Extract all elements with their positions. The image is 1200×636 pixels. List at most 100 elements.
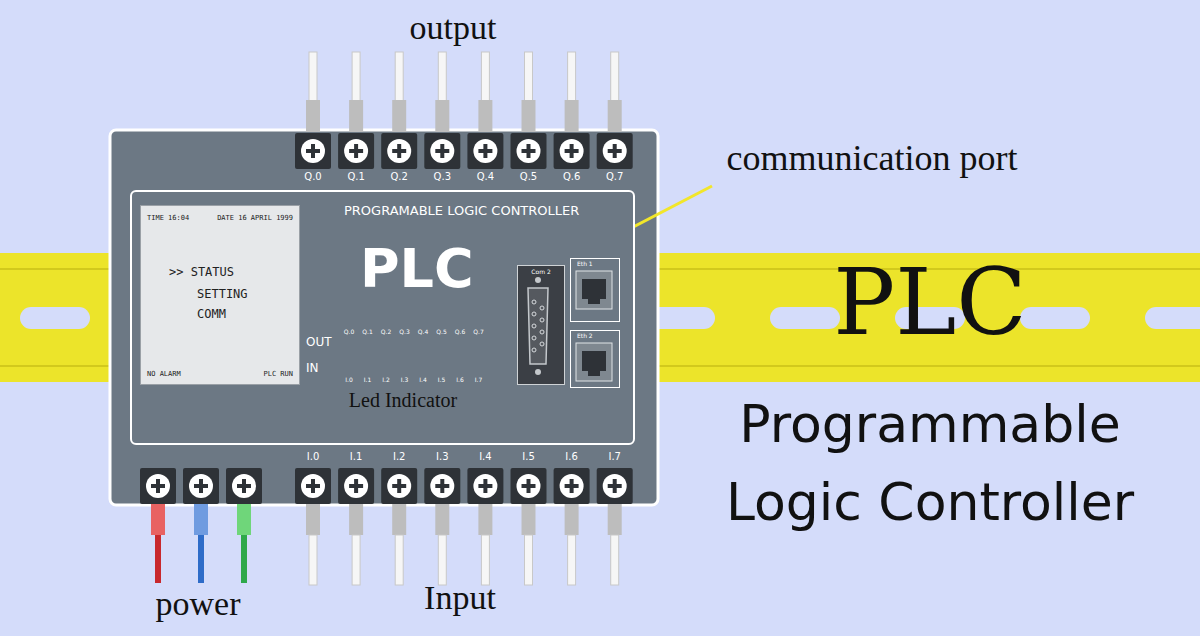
- terminal-screw: [603, 474, 627, 498]
- led-label: Q.0: [344, 329, 354, 336]
- plc-body: [110, 130, 658, 505]
- lcd-time: TIME 16:04: [147, 214, 189, 222]
- db9-pin: [532, 348, 536, 352]
- led-label: I.1: [364, 377, 372, 384]
- led-label: I.4: [419, 377, 427, 384]
- terminal-label: Q.5: [520, 171, 537, 183]
- rj45-body: [576, 271, 612, 309]
- terminal-screw: [517, 139, 541, 163]
- leader-arrow: [566, 186, 712, 262]
- db9-pin: [540, 342, 544, 346]
- terminal-screw: [301, 474, 325, 498]
- output-wire: [611, 52, 619, 102]
- input-wire: [395, 535, 403, 585]
- terminal-block: [511, 133, 547, 169]
- screw-slot: [570, 144, 574, 158]
- screw-slot: [483, 144, 487, 158]
- screw-slot: [613, 144, 617, 158]
- screw-slot: [613, 479, 617, 493]
- callout-label: communication port: [716, 138, 1028, 179]
- panel-heading: PROGRAMABLE LOGIC CONTROLLER: [344, 204, 579, 219]
- wire-ferrule: [306, 100, 320, 132]
- wire-ferrule: [435, 503, 449, 535]
- output-wire: [352, 52, 360, 102]
- screw-slot: [311, 144, 315, 158]
- db9-screw: [535, 369, 541, 375]
- wire-ferrule: [478, 100, 492, 132]
- terminal-label: I.5: [522, 451, 535, 463]
- terminal-screw: [146, 474, 170, 498]
- lcd-menu-item: >> STATUS: [169, 266, 234, 280]
- led-label: I.0: [345, 377, 353, 384]
- ethernet-port: Eth 1: [570, 258, 620, 322]
- led-label: I.5: [438, 377, 446, 384]
- terminal-screw: [344, 474, 368, 498]
- led-label: I.3: [401, 377, 409, 384]
- terminal-label: I.2: [393, 451, 406, 463]
- screw-slot: [397, 479, 401, 493]
- terminal-block: [597, 468, 633, 504]
- db9-screw: [535, 277, 541, 283]
- terminal-label: I.1: [350, 451, 363, 463]
- led-label: I.7: [475, 377, 483, 384]
- led-label: Q.6: [455, 329, 465, 336]
- input-wire: [611, 535, 619, 585]
- terminal-block: [381, 468, 417, 504]
- terminal-label: I.4: [479, 451, 492, 463]
- wire-ferrule: [392, 100, 406, 132]
- rj45-body: [576, 343, 612, 381]
- output-wire: [309, 52, 317, 102]
- led-label: Q.5: [436, 329, 446, 336]
- wire-ferrule: [435, 100, 449, 132]
- wire-ferrule: [306, 503, 320, 535]
- led-row-label: IN: [306, 362, 319, 376]
- terminal-block: [381, 133, 417, 169]
- wire-ferrule: [608, 100, 622, 132]
- led-label: Q.1: [362, 329, 372, 336]
- terminal-block: [338, 133, 374, 169]
- power-wire: [155, 535, 161, 583]
- panel-logo: PLC: [360, 238, 474, 300]
- led-caption: Led Indicator: [349, 389, 457, 412]
- db9-pin: [540, 318, 544, 322]
- wire-ferrule: [478, 503, 492, 535]
- screw-slot: [354, 144, 358, 158]
- terminal-block: [424, 468, 460, 504]
- led-label: I.6: [456, 377, 464, 384]
- terminal-screw: [430, 474, 454, 498]
- input-wire: [568, 535, 576, 585]
- wire-ferrule: [392, 503, 406, 535]
- rail-slot: [1145, 307, 1200, 329]
- output-wire: [525, 52, 533, 102]
- db9-pin: [532, 300, 536, 304]
- terminal-screw: [517, 474, 541, 498]
- terminal-block: [554, 468, 590, 504]
- rail-slot: [1020, 307, 1090, 329]
- rj45-jack: [571, 331, 618, 391]
- input-wire: [438, 535, 446, 585]
- input-wire: [352, 535, 360, 585]
- terminal-screw: [387, 139, 411, 163]
- input-wire: [309, 535, 317, 585]
- terminal-label: Q.0: [304, 171, 321, 183]
- terminal-screw: [603, 139, 627, 163]
- diagram-title: PLC: [833, 250, 1026, 356]
- led-label: I.2: [382, 377, 390, 384]
- terminal-label: Q.6: [563, 171, 580, 183]
- terminal-block: [467, 133, 503, 169]
- terminal-screw: [473, 474, 497, 498]
- terminal-block: [183, 468, 219, 504]
- terminal-block: [597, 133, 633, 169]
- lcd-menu-item: COMM: [197, 308, 226, 322]
- ethernet-port: Eth 2: [570, 330, 620, 388]
- led-label: Q.7: [473, 329, 483, 336]
- power-ferrule: [151, 503, 165, 535]
- terminal-block: [511, 468, 547, 504]
- terminal-screw: [560, 139, 584, 163]
- input-wire: [525, 535, 533, 585]
- output-wire: [481, 52, 489, 102]
- screw-slot: [354, 479, 358, 493]
- terminal-label: Q.4: [477, 171, 494, 183]
- screw-slot: [527, 479, 531, 493]
- db9-connector: [518, 266, 558, 384]
